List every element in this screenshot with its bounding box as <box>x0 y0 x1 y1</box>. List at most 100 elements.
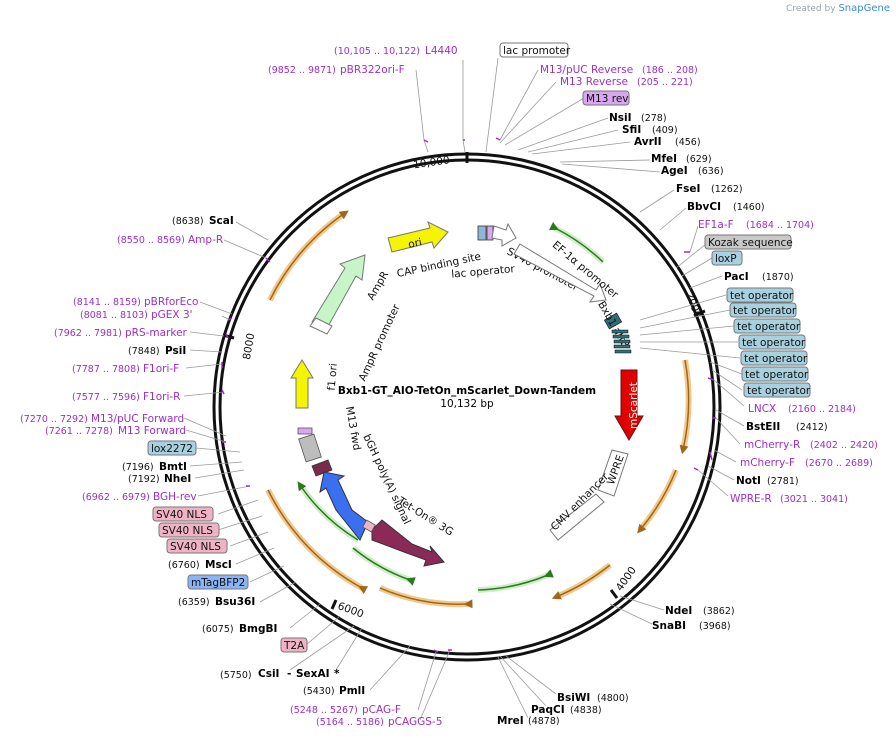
leader-avrii <box>531 141 631 155</box>
tet-op-block-2 <box>612 334 630 339</box>
enzyme-bbvci-pos: (1460) <box>733 202 765 213</box>
sv40-nls-label-1: SV40 NLS <box>156 509 207 521</box>
leader-mrei <box>497 656 529 719</box>
tet-operator-box-1 <box>726 287 794 303</box>
primer-marks <box>221 137 716 653</box>
ampr-promoter-arrow <box>309 317 333 335</box>
ampr-label: AmpR <box>365 269 391 302</box>
leader-bbvci <box>659 207 687 231</box>
ampr-promoter-label: AmpR promoter <box>357 302 403 383</box>
leader-m13-rev-primer <box>499 81 557 144</box>
orf-arc-bottom-line <box>379 587 473 609</box>
tet-op-block-4 <box>613 344 631 349</box>
enzyme-ndei: NdeI <box>665 605 692 617</box>
leader-paci <box>689 275 723 289</box>
primer-f1ori-r: F1ori-R <box>143 391 180 403</box>
tet-operator-label-3: tet operator <box>737 321 801 333</box>
leader-pcaggs5 <box>419 649 451 721</box>
orf-arc-right-line <box>679 359 690 455</box>
tick-marks <box>222 152 706 610</box>
ampr-arrow <box>311 254 366 331</box>
leader-sfii <box>527 129 619 153</box>
sv40-nls-box-2 <box>158 522 220 538</box>
enzyme-bbvci: BbvCI <box>687 201 721 213</box>
tick-6000 <box>330 599 338 610</box>
leader-tetop2 <box>639 309 731 329</box>
leader-l4440 <box>462 60 466 153</box>
sv40-nls-label-2: SV40 NLS <box>162 525 213 537</box>
enzyme-snabi: SnaBI <box>652 620 686 632</box>
enzyme-bsteii-pos: (2412) <box>796 422 828 433</box>
enzyme-bmgbi: BmgBI <box>239 623 277 635</box>
f1-ori-arrow <box>290 359 314 409</box>
enzyme-psii-pos: (7848) <box>128 346 160 357</box>
mark-pbr322 <box>423 139 429 143</box>
enzyme-ndei-pos: (3862) <box>703 606 735 617</box>
primer-m13-forward: M13 Forward <box>118 425 186 437</box>
primer-m13-forward-pos: (7261 .. 7278) <box>45 426 113 437</box>
green-arc-bottom <box>477 572 550 593</box>
snapgene-logo: SnapGene <box>838 3 890 14</box>
bgh-stripes <box>311 459 333 477</box>
leader-lac-promoter <box>485 57 499 153</box>
leader-sexai <box>335 627 363 671</box>
primer-f1ori-f: F1ori-F <box>143 363 179 375</box>
primer-m13-reverse-pos: (205 .. 221) <box>637 77 693 88</box>
leader-ef1af <box>689 225 699 253</box>
primer-m13-puc-forward: M13/pUC Forward <box>91 413 184 425</box>
leader-tetop1 <box>639 294 727 321</box>
enzyme-bsiwi-pos: (4800) <box>597 693 629 704</box>
green-arc-bottom-left <box>351 545 412 583</box>
orf-arc-bottom-right <box>554 562 612 600</box>
f1-ori-label: f1 ori <box>326 363 340 391</box>
primer-l4440-pos: (10,105 .. 10,122) <box>334 46 420 57</box>
enzyme-sexai-dash: - <box>287 668 291 680</box>
enzyme-paci: PacI <box>724 271 749 283</box>
leader-lines <box>183 57 745 721</box>
leader-amp-r <box>223 239 267 259</box>
leader-tetop3 <box>639 325 735 336</box>
tet-operator-label-1: tet operator <box>730 290 794 302</box>
mark-pcagf <box>433 649 439 653</box>
tick-2000 <box>694 309 706 317</box>
leader-bsteii <box>715 409 745 427</box>
leader-snabi <box>609 603 653 625</box>
primer-mcherry-f-pos: (2670 .. 2689) <box>805 458 873 469</box>
orf-arcs <box>265 210 692 609</box>
bgh-label: bGH poly(A) signal <box>360 432 412 526</box>
primer-f1ori-r-pos: (7577 .. 7596) <box>72 392 140 403</box>
enzyme-noti: NotI <box>736 475 761 487</box>
primer-amp-r-pos: (8550 .. 8569) <box>117 235 185 246</box>
m13-fwd-marker <box>297 427 313 435</box>
enzyme-sexai: SexAI <box>296 668 330 680</box>
primer-pbr322ori-f-pos: (9852 .. 9871) <box>268 65 336 76</box>
primer-m13-reverse: M13 Reverse <box>560 76 628 88</box>
lox2272-box <box>147 440 197 456</box>
tet-operator-label-6: tet operator <box>745 369 809 381</box>
leader-kozak <box>675 243 707 269</box>
leader-pbr322ori <box>415 69 429 153</box>
enzyme-scai: ScaI <box>209 215 234 227</box>
leader-m13-puc-forward <box>183 417 227 437</box>
kozak-box <box>704 234 792 250</box>
primer-pbrforeco-pos: (8141 .. 8159) <box>73 297 141 308</box>
mtagbfp2-label: mTagBFP2 <box>191 577 245 589</box>
leader-bmti <box>189 461 243 467</box>
lac-promoter-label: lac promoter <box>503 45 571 57</box>
enzyme-csii-pos: (5750) <box>220 670 252 681</box>
mark-f1orir <box>221 389 225 395</box>
mark-wprer <box>693 467 699 471</box>
leader-sv40nls3 <box>229 531 269 547</box>
leader-lox2272 <box>195 447 241 453</box>
snapgene-credit: Created by SnapGene <box>786 3 890 14</box>
primer-pbrforeco: pBRforEco <box>144 296 198 308</box>
enzyme-nsii-pos: (278) <box>641 113 667 124</box>
primer-pgex3-pos: (8081 .. 8103) <box>80 310 148 321</box>
enzyme-sfii-pos: (409) <box>652 125 678 136</box>
primer-wpre-r: WPRE-R <box>730 493 772 505</box>
loxp-box <box>711 250 743 266</box>
orf-arc-bottom-right-line <box>551 564 611 600</box>
primer-prs-marker-pos: (7962 .. 7981) <box>54 328 122 339</box>
plasmid-size: 10,132 bp <box>440 398 494 410</box>
